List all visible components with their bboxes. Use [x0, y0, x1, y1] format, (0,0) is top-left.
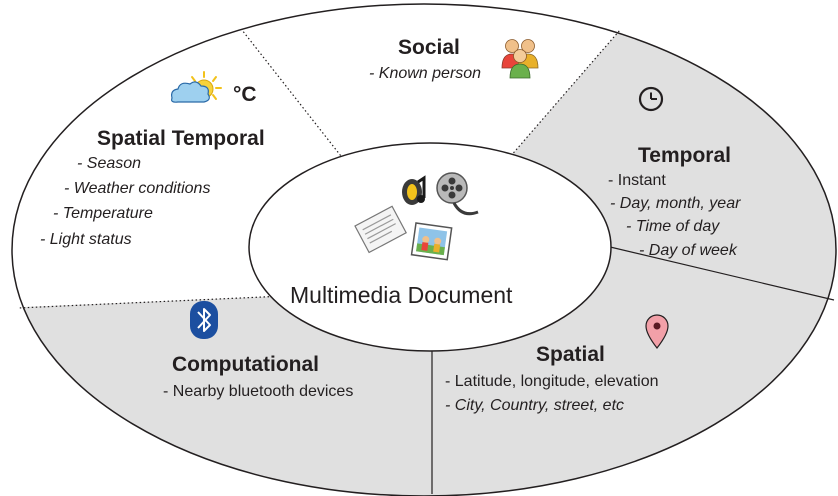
spatial-temporal-item: - Weather conditions — [64, 180, 211, 197]
divider-spatial-temporal-computational — [17, 295, 286, 309]
temporal-title: Temporal — [638, 144, 731, 167]
social-item: - Known person — [369, 65, 482, 82]
film-reel-icon — [436, 172, 479, 216]
divider-social-temporal — [502, 29, 621, 166]
center-label: Multimedia Document — [290, 282, 513, 308]
people-icon — [501, 39, 539, 79]
location-pin-icon — [645, 314, 669, 349]
spatial-temporal-item: - Temperature — [53, 205, 153, 222]
weather-sun-cloud-icon — [171, 71, 222, 103]
social-title: Social — [398, 36, 460, 59]
computational-item: - Nearby bluetooth devices — [163, 383, 354, 400]
temporal-item: - Time of day — [626, 218, 720, 235]
temperature-unit-label: °C — [233, 83, 257, 106]
spatial-temporal-item: - Season — [77, 155, 142, 172]
music-note-icon — [402, 175, 426, 205]
bluetooth-icon — [190, 301, 218, 339]
document-icon — [354, 205, 407, 254]
temporal-item: - Day, month, year — [610, 195, 741, 212]
outer-ellipse — [11, 3, 837, 496]
spatial-title: Spatial — [536, 343, 605, 366]
spatial-temporal-item: - Light status — [40, 231, 132, 248]
temporal-item: - Instant — [608, 172, 666, 189]
divider-spatial-temporal-social — [241, 29, 349, 166]
temporal-item: - Day of week — [639, 242, 737, 259]
spatial-item: - Latitude, longitude, elevation — [445, 373, 659, 390]
clock-icon — [638, 86, 664, 112]
computational-title: Computational — [172, 353, 319, 376]
spatial-temporal-title: Spatial Temporal — [97, 127, 265, 150]
divider-temporal-spatial — [605, 245, 835, 301]
photo-icon — [410, 222, 453, 261]
spatial-item: - City, Country, street, etc — [445, 397, 625, 414]
